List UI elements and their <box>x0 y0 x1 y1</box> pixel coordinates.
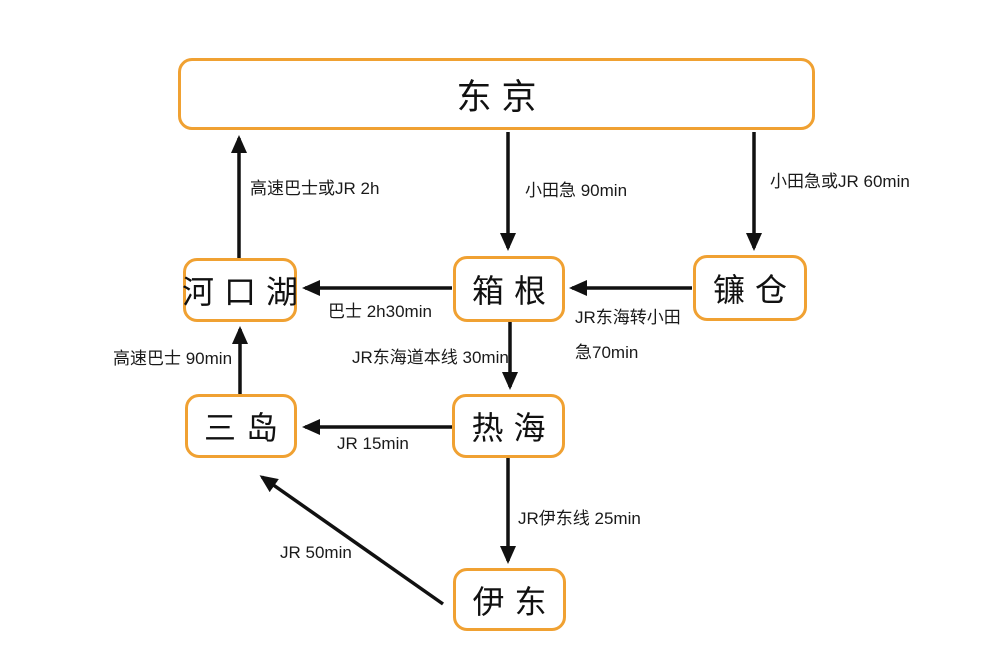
node-tokyo: 东京 <box>178 58 815 130</box>
node-hakone: 箱根 <box>453 256 565 322</box>
edge-label-mishima-to-kawaguchiko: 高速巴士 90min <box>113 349 233 368</box>
node-kawaguchiko-label: 河口湖 <box>182 274 309 310</box>
edge-label-kamakura-to-hakone-line1: JR东海转小田 <box>575 308 681 327</box>
node-hakone-label: 箱根 <box>471 273 556 309</box>
edge-label-kamakura-to-hakone: JR东海转小田 急70min <box>575 300 681 370</box>
node-ito: 伊东 <box>453 568 566 631</box>
edge-label-tokyo-to-kamakura: 小田急或JR 60min <box>770 172 910 191</box>
node-mishima-label: 三岛 <box>203 410 288 446</box>
edge-label-hakone-to-kawaguchiko: 巴士 2h30min <box>328 302 432 321</box>
node-atami: 热海 <box>452 394 565 458</box>
arrow-ito-to-mishima <box>259 475 445 606</box>
node-atami-label: 热海 <box>471 410 556 446</box>
node-kamakura: 镰仓 <box>693 255 807 321</box>
edge-label-atami-to-mishima: JR 15min <box>337 434 409 453</box>
edge-label-atami-to-ito: JR伊东线 25min <box>518 509 641 528</box>
node-kawaguchiko: 河口湖 <box>182 258 298 322</box>
node-ito-label: 伊东 <box>472 583 557 620</box>
edge-label-kawaguchiko-to-tokyo: 高速巴士或JR 2h <box>250 179 380 198</box>
edge-label-kamakura-to-hakone-line2: 急70min <box>575 343 639 362</box>
node-mishima: 三岛 <box>185 394 297 458</box>
edge-label-tokyo-to-hakone: 小田急 90min <box>525 181 628 200</box>
node-kamakura-label: 镰仓 <box>712 272 797 308</box>
edge-label-ito-to-mishima: JR 50min <box>280 543 352 562</box>
edge-label-hakone-to-atami: JR东海道本线 30min <box>352 348 509 367</box>
node-tokyo-label: 东京 <box>456 77 547 117</box>
